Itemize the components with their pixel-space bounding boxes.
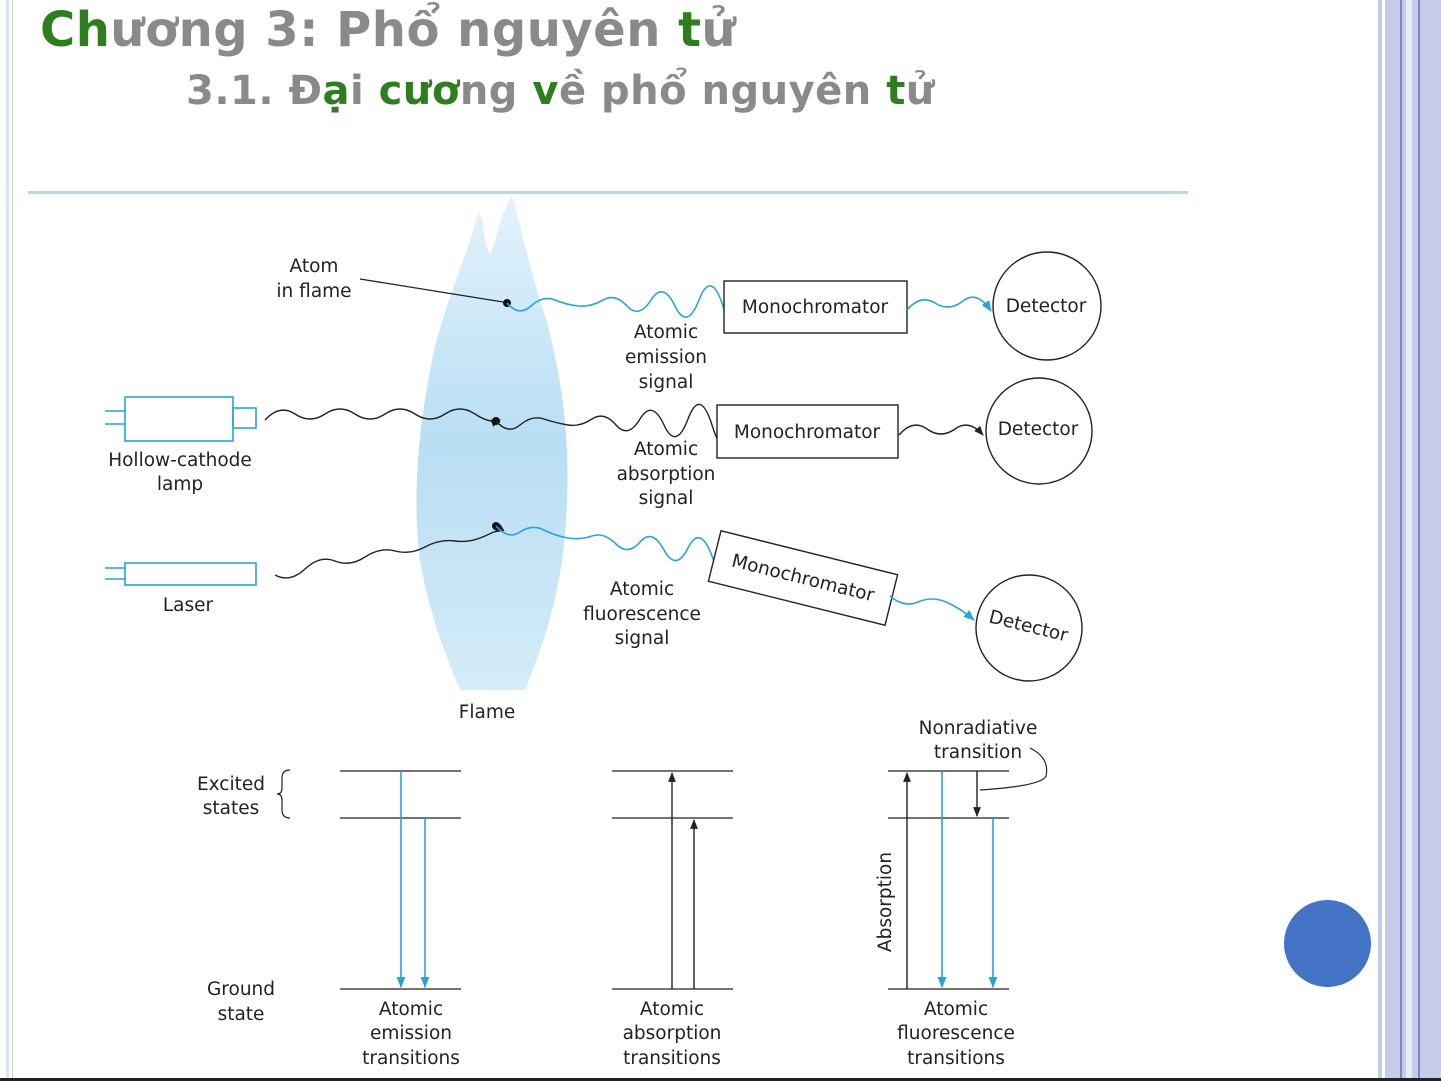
ground-state-label: Ground: [207, 979, 275, 1000]
right-frame-stripe: [1400, 0, 1402, 1081]
lamp-label: Hollow-cathode: [108, 450, 252, 471]
title-segment: t: [678, 2, 702, 58]
emission-transitions-label: transitions: [362, 1048, 460, 1069]
right-frame-stripe: [1418, 0, 1420, 1081]
absorption-axis-label: Absorption: [875, 852, 896, 952]
fluorescence-wave: [495, 525, 734, 575]
absorption-signal-label: Atomic: [634, 439, 698, 460]
nonradiative-label: transition: [934, 742, 1022, 763]
title-segment: ươ: [110, 2, 179, 58]
lamp-label: lamp: [157, 474, 203, 495]
subtitle-segment: ử: [905, 68, 935, 114]
laser-label: Laser: [163, 595, 214, 616]
subtitle-segment: t: [886, 68, 906, 114]
laser-body: [124, 562, 257, 586]
subtitle-segment: v: [532, 68, 559, 114]
nonradiative-label: Nonradiative: [919, 718, 1038, 739]
absorption-transitions-label: Atomic: [640, 999, 704, 1020]
title-segment: Ch: [40, 2, 111, 58]
lamp-body: [124, 396, 234, 442]
atom-pointer-line: [359, 278, 504, 303]
detector-circle: [975, 574, 1083, 682]
fluorescence-signal-label: fluorescence: [583, 604, 701, 625]
emission-signal-label: emission: [625, 347, 707, 368]
subtitle-segment: i: [350, 68, 379, 114]
detector-wave: [889, 595, 975, 621]
monochromator-box: [716, 404, 899, 459]
fluorescence-transitions-label: Atomic: [924, 999, 988, 1020]
flame-shape: [416, 196, 568, 690]
slide-subtitle: 3.1. Đại cương về phổ nguyên tử: [186, 68, 935, 114]
excited-states-label: states: [203, 798, 260, 819]
nonradiative-pointer: [979, 747, 1048, 791]
emission-transitions-label: emission: [370, 1023, 452, 1044]
right-frame-border: [1378, 0, 1441, 1081]
bottom-border: [0, 1078, 1441, 1081]
detector-wave: [898, 424, 984, 436]
emission-signal-label: signal: [639, 372, 694, 393]
right-frame-stripe: [1406, 0, 1412, 1081]
detector-circle: [985, 377, 1093, 485]
atom-label: Atom: [290, 256, 339, 277]
emission-transitions-label: Atomic: [379, 999, 443, 1020]
subtitle-segment: ạ: [322, 68, 350, 114]
lamp-window: [232, 407, 257, 429]
absorption-signal-label: absorption: [617, 464, 716, 485]
absorption-transitions-label: absorption: [623, 1023, 722, 1044]
absorption-transitions-label: transitions: [623, 1048, 721, 1069]
left-frame-stripe: [6, 0, 9, 1081]
title-segment: ử: [701, 2, 737, 58]
fluorescence-transitions-label: transitions: [907, 1048, 1005, 1069]
flame-label: Flame: [459, 702, 516, 723]
title-segment: ng 3: Ph: [178, 2, 407, 58]
monochromator-label: Monochromator: [742, 297, 889, 318]
monochromator-box: [707, 529, 899, 627]
tilted-monochromator: Monochromator: [707, 529, 899, 627]
fluorescence-transitions-label: fluorescence: [897, 1023, 1015, 1044]
emission-signal-label: Atomic: [634, 322, 698, 343]
ground-state-label: state: [218, 1004, 265, 1025]
detector-wave: [906, 296, 992, 312]
subtitle-segment: 3.1. Đ: [186, 68, 323, 114]
absorption-signal-label: signal: [639, 488, 694, 509]
detector-circle: [992, 251, 1102, 361]
absorption-wave: [495, 403, 730, 446]
left-frame-border: [0, 0, 13, 1081]
subtitle-segment: ổ nguyên: [659, 68, 887, 114]
emission-wave: [506, 285, 742, 326]
subtitle-segment: ề ph: [558, 68, 660, 114]
excited-brace: [276, 769, 291, 819]
subtitle-segment: cươ: [378, 68, 460, 114]
atomic-spectroscopy-diagram: Atom in flame Monochromator Detector Ato…: [105, 196, 1102, 1069]
slide-nav-button[interactable]: [1284, 900, 1371, 987]
title-segment: ổ nguyên: [406, 2, 679, 58]
laser-beam-wave: [274, 524, 505, 579]
slide-title: Chương 3: Phổ nguyên tử: [40, 2, 736, 58]
atom-label: in flame: [276, 281, 351, 302]
detector-label: Detector: [1006, 296, 1087, 317]
fluorescence-signal-label: signal: [615, 628, 670, 649]
excited-states-label: Excited: [197, 774, 265, 795]
subtitle-segment: ng: [459, 68, 533, 114]
monochromator-box: [723, 280, 908, 334]
title-underline: [28, 191, 1188, 194]
monochromator-label: Monochromator: [734, 422, 881, 443]
right-frame-stripe: [1382, 0, 1385, 1081]
lamp-beam-wave: [264, 408, 501, 427]
fluorescence-signal-label: Atomic: [610, 579, 674, 600]
detector-label: Detector: [998, 419, 1079, 440]
